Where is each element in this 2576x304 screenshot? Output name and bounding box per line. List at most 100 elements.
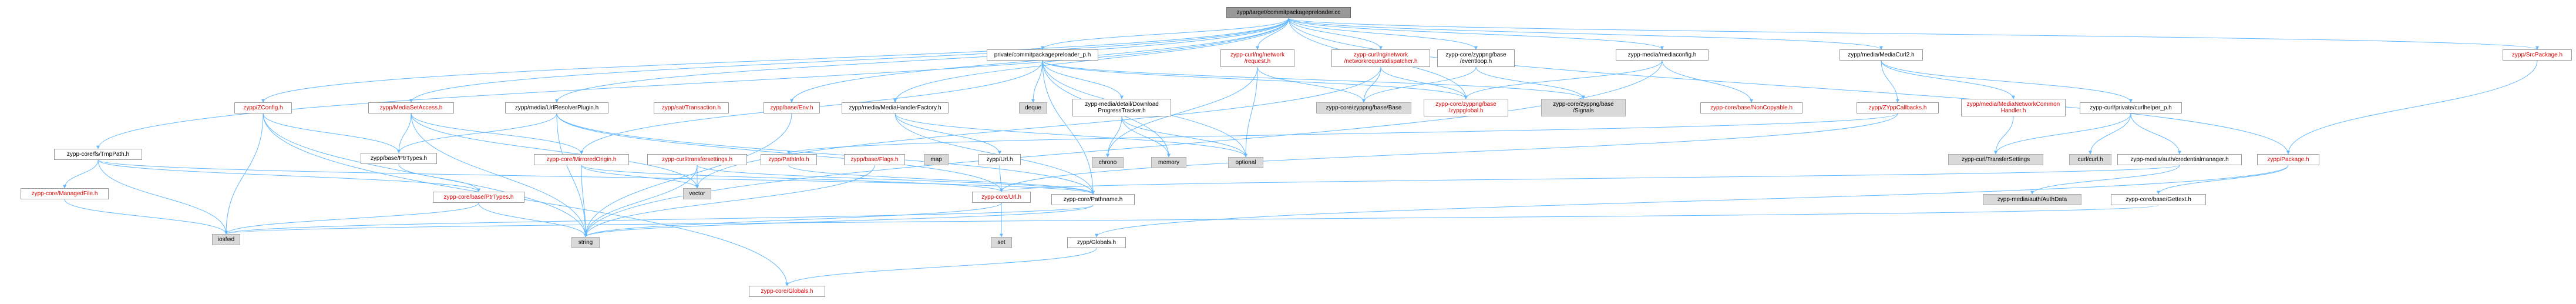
edge-zconfig-to-globals xyxy=(263,113,789,286)
edge-zconfig-to-base_ptrtypes xyxy=(263,113,401,153)
node-map[interactable]: map xyxy=(924,154,949,165)
edge-root-to-mediaconfig xyxy=(1288,18,1664,50)
node-mnhandler[interactable]: zypp/media/MediaNetworkCommon Handler.h xyxy=(1961,99,2066,116)
node-zyppglobal[interactable]: zypp-core/zyppng/base /zyppglobal.h xyxy=(1424,99,1508,116)
edge-dispatcher-to-vector xyxy=(695,66,1381,189)
edge-mediasetaccess-to-base_ptrtypes xyxy=(397,113,412,153)
node-mediaconfig[interactable]: zypp-media/mediaconfig.h xyxy=(1616,49,1709,61)
node-networkrequest[interactable]: zypp-curl/ng/network /request.h xyxy=(1220,49,1294,67)
edge-tmppath-to-managedfile xyxy=(63,159,99,189)
edge-mediacurl2-to-curlhelper xyxy=(1881,60,2133,103)
edge-root-to-tmppath xyxy=(96,18,1289,149)
node-transfersettings[interactable]: zypp-curl/transfersettings.h xyxy=(647,154,747,165)
edge-preloader_h-to-signals xyxy=(1042,60,1585,99)
node-package[interactable]: zypp/Package.h xyxy=(2257,154,2319,165)
edge-preloader_h-to-pathname xyxy=(1042,60,1095,195)
node-url-h[interactable]: zypp/Url.h xyxy=(978,154,1021,165)
edge-urlresolver-to-base_ptrtypes xyxy=(397,113,557,153)
node-curlhelper[interactable]: zypp-curl/private/curlhelper_p.h xyxy=(2080,102,2182,113)
edge-root-to-package xyxy=(1288,18,2290,155)
node-srcpackage[interactable]: zypp/SrcPackage.h xyxy=(2503,49,2572,61)
node-iosfwd[interactable]: iosfwd xyxy=(212,234,240,245)
edge-root-to-zconfig xyxy=(261,18,1289,103)
edge-managedfile-to-iosfwd xyxy=(64,199,228,235)
node-env[interactable]: zypp/base/Env.h xyxy=(764,102,820,113)
edge-root-to-mediacurl2 xyxy=(1288,18,1883,50)
node-urlresolver[interactable]: zypp/media/UrlResolverPlugin.h xyxy=(505,102,608,113)
node-authdata[interactable]: zypp-media/auth/AuthData xyxy=(1983,194,2081,205)
node-preloader-h[interactable]: private/commitpackagepreloader_p.h xyxy=(987,49,1098,61)
node-set[interactable]: set xyxy=(991,237,1012,248)
node-eventloop[interactable]: zypp-core/zyppng/base /eventloop.h xyxy=(1437,49,1515,67)
edge-zyppcallbacks-to-core_url xyxy=(1000,113,1898,192)
node-globals[interactable]: zypp-core/Globals.h xyxy=(749,286,825,297)
node-core-base-ptrtypes[interactable]: zypp-core/base/PtrTypes.h xyxy=(433,192,524,203)
node-credmgr[interactable]: zypp-media/auth/credentialmanager.h xyxy=(2117,154,2242,165)
node-root[interactable]: zypp/target/commitpackagepreloader.cc xyxy=(1226,7,1351,18)
node-chrono[interactable]: chrono xyxy=(1092,157,1124,168)
node-tmppath[interactable]: zypp-core/fs/TmpPath.h xyxy=(54,149,142,160)
edge-root-to-srcpackage xyxy=(1288,18,2539,50)
edge-preloader_h-to-progresstracker xyxy=(1042,60,1124,99)
node-pathname[interactable]: zypp-core/Pathname.h xyxy=(1051,194,1135,205)
node-zconfig[interactable]: zypp/ZConfig.h xyxy=(234,102,292,113)
node-mediacurl2[interactable]: zypp/media/MediaCurl2.h xyxy=(1839,49,1923,61)
node-optional[interactable]: optional xyxy=(1228,157,1263,168)
edge-mediaconfig-to-zyppglobal xyxy=(1464,60,1663,99)
edge-mediasetaccess-to-mirroredorigin xyxy=(411,113,583,155)
node-managedfile[interactable]: zypp-core/ManagedFile.h xyxy=(21,188,109,199)
edge-pathname-to-iosfwd xyxy=(224,205,1094,235)
node-vector[interactable]: vector xyxy=(683,188,711,199)
edge-tmppath-to-iosfwd xyxy=(97,159,228,235)
edge-curlhelper-to-curl_curl xyxy=(2089,113,2131,155)
node-zyppng-base[interactable]: zypp-core/zyppng/base/Base xyxy=(1316,102,1411,113)
edge-flags-to-string xyxy=(584,165,875,238)
edge-root-to-networkrequest xyxy=(1256,18,1289,50)
edge-preloader_h-to-zyppglobal xyxy=(1042,60,1468,99)
edge-mirroredorigin-to-string xyxy=(581,165,587,238)
edge-mediacurl2-to-mnhandler xyxy=(1881,60,2015,99)
edge-core_base_ptrtypes-to-iosfwd xyxy=(224,202,479,235)
edge-pathinfo-to-pathname xyxy=(788,165,1095,195)
node-curl-transfersettings[interactable]: zypp-curl/TransferSettings xyxy=(1948,154,2043,165)
edge-handlerfactory-to-optional xyxy=(894,113,1247,158)
edge-dispatcher-to-zyppng_base xyxy=(1362,66,1381,103)
node-gettext[interactable]: zypp-core/base/Gettext.h xyxy=(2111,194,2206,205)
node-zypp-globals[interactable]: zypp/Globals.h xyxy=(1067,237,1126,248)
node-mirroredorigin[interactable]: zypp-core/MirroredOrigin.h xyxy=(534,154,629,165)
edge-mediasetaccess-to-vector xyxy=(411,113,699,189)
node-zyppcallbacks[interactable]: zypp/ZYppCallbacks.h xyxy=(1857,102,1939,113)
edge-preloader_h-to-deque xyxy=(1031,60,1043,103)
node-sat-transaction[interactable]: zypp/sat/Transaction.h xyxy=(654,102,729,113)
edge-networkrequest-to-zyppng_base xyxy=(1257,66,1366,103)
edge-mediaconfig-to-string xyxy=(584,60,1663,238)
node-pathinfo[interactable]: zypp/PathInfo.h xyxy=(761,154,817,165)
node-memory[interactable]: memory xyxy=(1151,157,1186,168)
edge-root-to-urlresolver xyxy=(555,18,1289,103)
node-base-ptrtypes[interactable]: zypp/base/PtrTypes.h xyxy=(361,153,437,164)
node-noncopyable[interactable]: zypp-core/base/NonCopyable.h xyxy=(1700,102,1802,113)
edge-base_ptrtypes-to-core_base_ptrtypes xyxy=(398,163,480,192)
edge-progresstracker-to-memory xyxy=(1121,116,1171,158)
edge-package-to-gettext xyxy=(2157,165,2289,195)
edge-urlresolver-to-pathname xyxy=(556,113,1095,195)
edge-mediasetaccess-to-string xyxy=(411,113,587,238)
node-handlerfactory[interactable]: zypp/media/MediaHandlerFactory.h xyxy=(842,102,949,113)
node-deque[interactable]: deque xyxy=(1019,102,1047,113)
node-curl-curl[interactable]: curl/curl.h xyxy=(2069,154,2111,165)
node-core-url[interactable]: zypp-core/Url.h xyxy=(972,192,1031,203)
edge-credmgr-to-core_url xyxy=(1000,165,2180,192)
edge-networkrequest-to-chrono xyxy=(1106,66,1258,158)
node-flags[interactable]: zypp/base/Flags.h xyxy=(844,154,905,165)
edge-env-to-string xyxy=(584,113,792,238)
node-string[interactable]: string xyxy=(571,237,600,248)
edge-mediaconfig-to-noncopyable xyxy=(1662,60,1753,103)
edge-handlerfactory-to-pathname xyxy=(894,113,1095,195)
node-dispatcher[interactable]: zypp-curl/ng/network /networkrequestdisp… xyxy=(1331,49,1430,67)
edge-root-to-eventloop xyxy=(1288,18,1478,50)
node-mediasetaccess[interactable]: zypp/MediaSetAccess.h xyxy=(368,102,454,113)
edge-curlhelper-to-curl_transfersettings xyxy=(1994,113,2131,155)
node-signals[interactable]: zypp-core/zyppng/base /Signals xyxy=(1541,99,1626,116)
node-progresstracker[interactable]: zypp-media/detail/Download ProgressTrack… xyxy=(1072,99,1171,116)
edge-root-to-mediasetaccess xyxy=(409,18,1289,103)
